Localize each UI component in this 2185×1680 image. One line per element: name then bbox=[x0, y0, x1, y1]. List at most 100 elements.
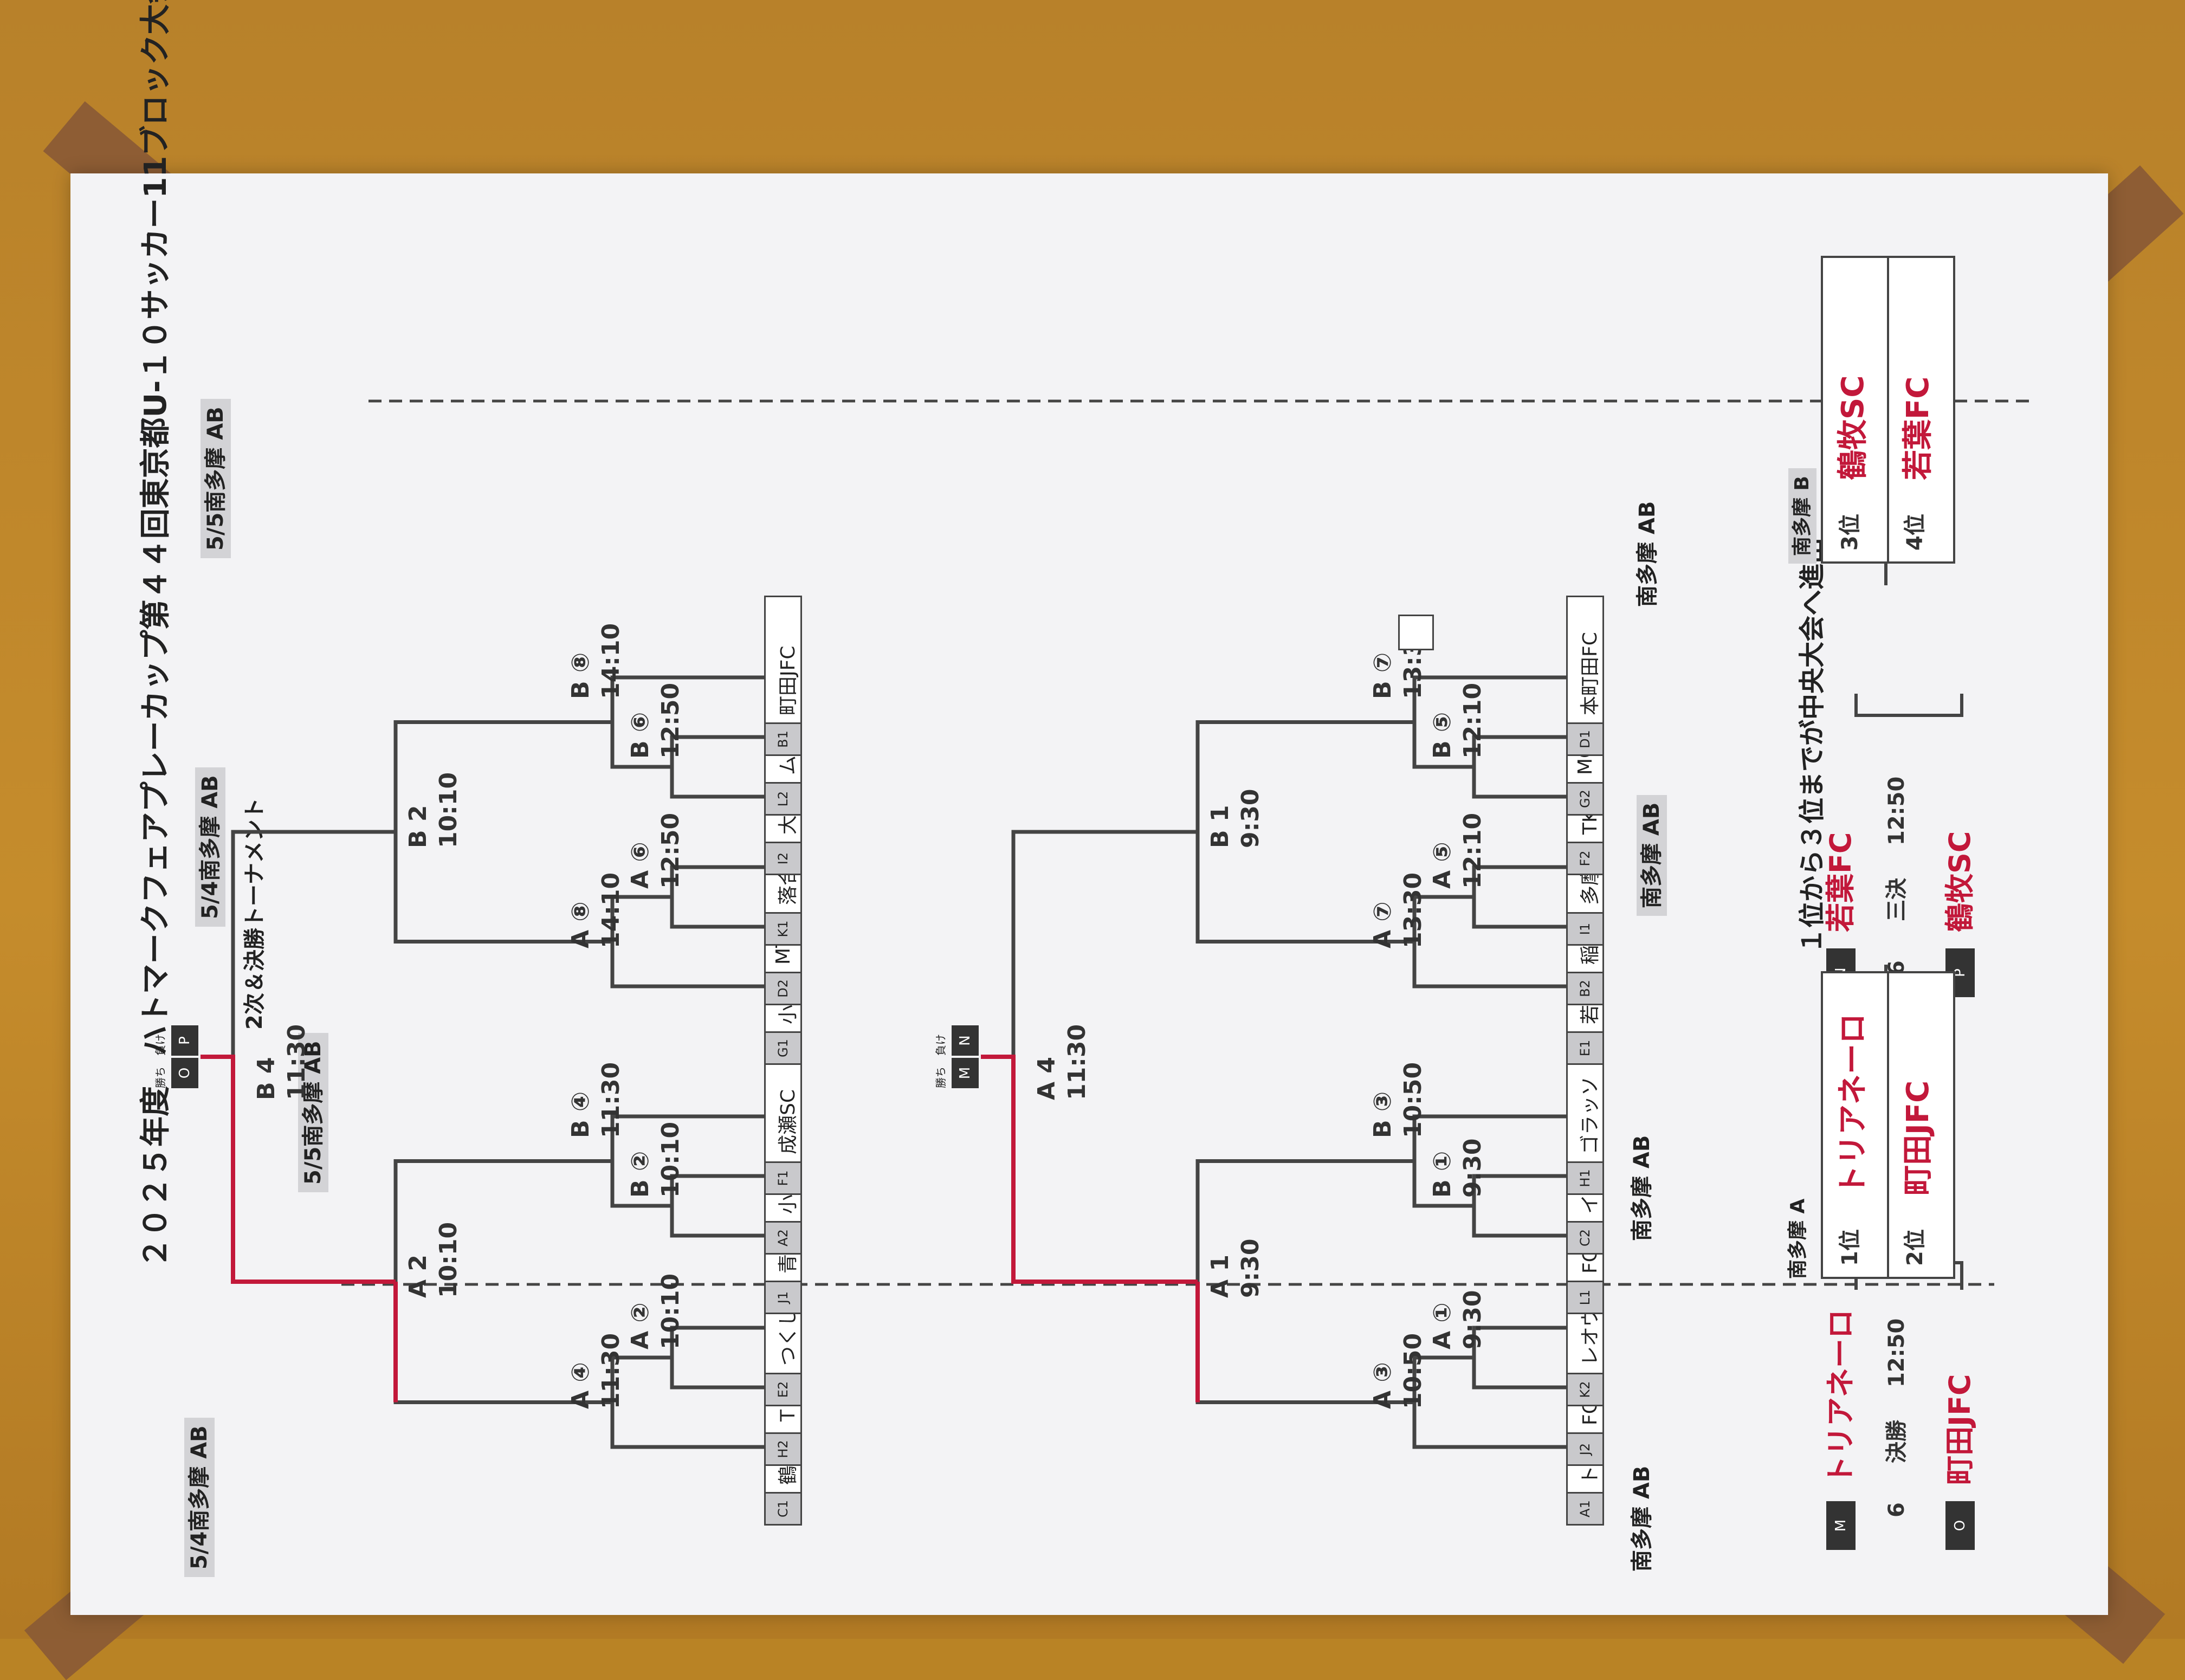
team-code: H1 bbox=[1568, 1161, 1602, 1193]
rank-1-team: トリアネーロ bbox=[1835, 1013, 1871, 1196]
rank-4-team: 若葉FC bbox=[1900, 376, 1936, 480]
match-time: 14:10 bbox=[597, 872, 625, 948]
match-number: A ③ bbox=[1369, 1362, 1397, 1409]
match-number: A 2 bbox=[404, 1255, 432, 1298]
match-number: B ⑤ bbox=[1428, 712, 1456, 759]
match-number: B ② bbox=[626, 1151, 654, 1198]
match-number: A ⑦ bbox=[1369, 901, 1397, 948]
team-code: K1 bbox=[766, 912, 800, 944]
ranking-a-venue: 南多摩 A bbox=[1787, 1198, 1809, 1279]
rank-2-label: 2位 bbox=[1903, 1229, 1928, 1266]
team-name: ゴラッソ bbox=[1579, 1076, 1601, 1154]
match-time: 10:10 bbox=[435, 1222, 462, 1298]
sheet-content: ２０２５年度 ハトマークフェアプレーカップ第４４回東京都U-１０サッカー11ブロ… bbox=[70, 0, 2108, 1615]
team-code: C1 bbox=[766, 1492, 800, 1524]
winner-code-m: M bbox=[952, 1058, 979, 1088]
bracket-line bbox=[670, 865, 764, 929]
rank-3-label: 3位 bbox=[1838, 514, 1863, 551]
match-time: 9:30 bbox=[1237, 789, 1264, 848]
third-connector bbox=[1854, 694, 1963, 717]
lose-label: 負け bbox=[934, 1034, 947, 1056]
team-code: H2 bbox=[766, 1432, 800, 1464]
match-time: 9:30 bbox=[1237, 1238, 1264, 1298]
match-number: B ④ bbox=[567, 1091, 594, 1138]
bracket-sheet: ２０２５年度 ハトマークフェアプレーカップ第４４回東京都U-１０サッカー11ブロ… bbox=[70, 0, 2108, 1615]
match-time: 14:10 bbox=[597, 623, 625, 699]
match-number: B ③ bbox=[1369, 1091, 1397, 1138]
match-number: A 1 bbox=[1206, 1255, 1234, 1298]
team-code: F1 bbox=[766, 1161, 800, 1193]
match-number: B 4 bbox=[253, 1057, 280, 1100]
team-code: E1 bbox=[1568, 1031, 1602, 1063]
team-code: A1 bbox=[1568, 1492, 1602, 1524]
lose-label: 負け bbox=[154, 1034, 167, 1056]
third-p-team: 鶴牧SC bbox=[1943, 831, 1977, 932]
match-time: 12:50 bbox=[657, 682, 684, 759]
third-label: 三決 bbox=[1884, 878, 1909, 921]
rank-4-label: 4位 bbox=[1903, 514, 1928, 551]
team-code: C2 bbox=[1568, 1221, 1602, 1253]
match-number: B ① bbox=[1428, 1151, 1456, 1198]
winner-code-o: O bbox=[171, 1058, 198, 1088]
match-time: 10:10 bbox=[657, 1121, 684, 1198]
team-code: B2 bbox=[1568, 972, 1602, 1004]
match-number: B ⑥ bbox=[626, 712, 654, 759]
match-time: 13:30 bbox=[1399, 872, 1427, 948]
rank-1-label: 1位 bbox=[1838, 1229, 1863, 1266]
bracket-line bbox=[610, 1355, 764, 1449]
team-code: G1 bbox=[766, 1031, 800, 1063]
final-m-team: トリアネーロ bbox=[1824, 1309, 1858, 1485]
bracket-line bbox=[670, 1326, 764, 1390]
team-code: J2 bbox=[1568, 1432, 1602, 1464]
empty-box bbox=[1398, 615, 1434, 650]
final-m-code: M bbox=[1826, 1501, 1856, 1550]
match-number: B 1 bbox=[1206, 805, 1234, 848]
final-o-team: 町田JFC bbox=[1943, 1374, 1977, 1485]
rank-2-team: 町田JFC bbox=[1900, 1080, 1936, 1196]
bracket-line bbox=[1472, 735, 1566, 799]
bracket-line bbox=[1472, 1174, 1566, 1238]
match-time: 12:50 bbox=[657, 812, 684, 889]
team-code: D2 bbox=[766, 972, 800, 1004]
match-time: 9:30 bbox=[1459, 1290, 1486, 1349]
team-code: I1 bbox=[1568, 912, 1602, 944]
team-name: 成瀬SC bbox=[777, 1089, 799, 1154]
final-time: 12:50 bbox=[1884, 1318, 1909, 1387]
team-code: F2 bbox=[1568, 842, 1602, 874]
match-time: 11:30 bbox=[597, 1062, 625, 1138]
match-number: B 2 bbox=[404, 805, 432, 848]
team-code: D1 bbox=[1568, 722, 1602, 754]
ranking-a-box: 1位 トリアネーロ 2位 町田JFC bbox=[1821, 971, 1955, 1279]
bracket-line bbox=[1412, 1355, 1566, 1449]
team-code: I2 bbox=[766, 842, 800, 874]
rank-3-team: 鶴牧SC bbox=[1835, 375, 1871, 480]
third-n-team: 若葉FC bbox=[1824, 832, 1858, 932]
bracket-line bbox=[1472, 865, 1566, 929]
match-time: 10:10 bbox=[657, 1273, 684, 1349]
team-box: B1 町田JFC bbox=[764, 596, 802, 756]
team-name: 町田JFC bbox=[777, 645, 799, 715]
loser-code-n: N bbox=[952, 1025, 979, 1056]
match-number: A ⑤ bbox=[1428, 842, 1456, 889]
tournament-brackets bbox=[201, 399, 2032, 1449]
bracket-line bbox=[1412, 895, 1566, 988]
team-code: B1 bbox=[766, 722, 800, 754]
win-label: 勝ち bbox=[934, 1067, 947, 1088]
match-time: 10:50 bbox=[1399, 1062, 1427, 1138]
match-time: 11:30 bbox=[597, 1333, 625, 1409]
match-number: A 4 bbox=[1033, 1057, 1061, 1100]
advancement-note: １位から３位までが中央大会へ進出 bbox=[1797, 537, 1827, 954]
loser-code-p: P bbox=[171, 1025, 198, 1056]
final-no: 6 bbox=[1884, 1502, 1909, 1517]
team-code: G2 bbox=[1568, 782, 1602, 814]
match-number: A ② bbox=[626, 1302, 654, 1349]
team-code: K2 bbox=[1568, 1373, 1602, 1405]
match-time: 9:30 bbox=[1459, 1138, 1486, 1198]
bracket-line bbox=[670, 1174, 764, 1238]
third-time: 12:50 bbox=[1884, 776, 1909, 845]
match-time: 11:30 bbox=[1063, 1024, 1091, 1100]
final-label: 決勝 bbox=[1884, 1420, 1909, 1463]
match-time: 11:30 bbox=[283, 1024, 311, 1100]
bracket-line bbox=[1472, 1326, 1566, 1390]
